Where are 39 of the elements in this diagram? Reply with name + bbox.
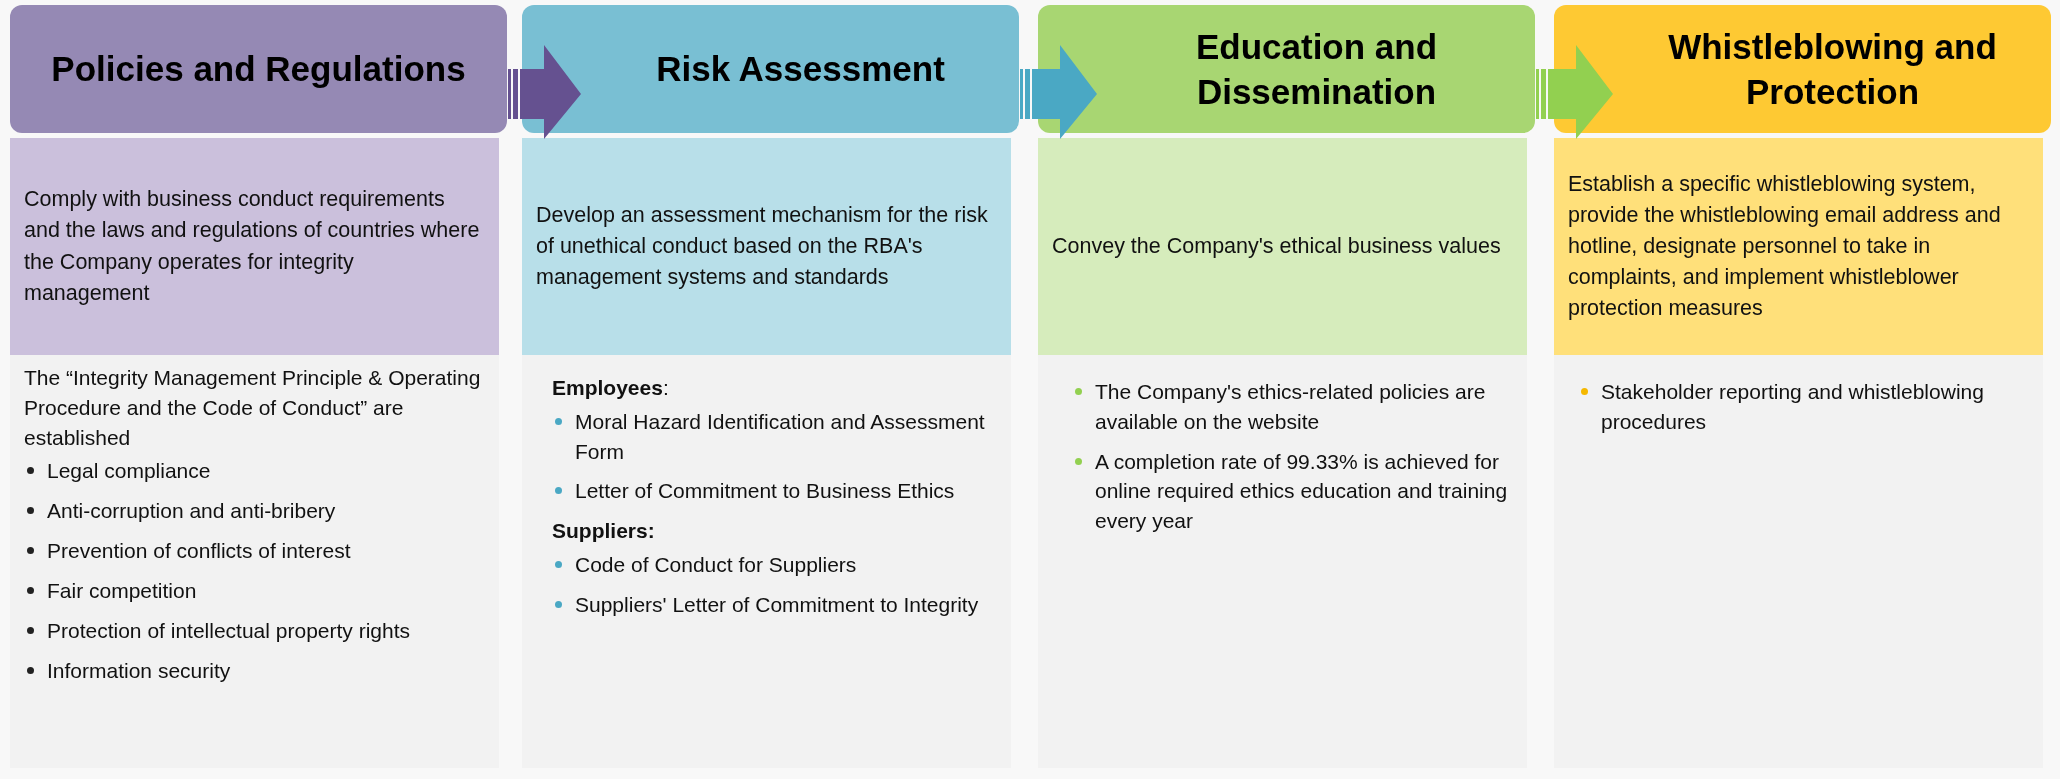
bullet-text: Letter of Commitment to Business Ethics — [575, 478, 955, 505]
stage-title: Education and Dissemination — [1194, 25, 1439, 113]
block-arrow — [1536, 45, 1613, 139]
description-panel — [10, 138, 499, 355]
detail-panel — [1038, 355, 1527, 768]
block-arrow — [1020, 45, 1097, 139]
detail-panel — [522, 355, 1011, 768]
block-arrow — [508, 45, 581, 139]
description-text: Develop an assessment mechanism for the risk of unethical conduct based on the RBA's management systems and standards — [536, 201, 989, 292]
description-text: Convey the Company's ethical business values — [1052, 232, 1501, 260]
bullet-text: Suppliers' Letter of Commitment to Integrity — [575, 591, 979, 618]
stage-header — [10, 5, 507, 133]
bullet-text: Code of Conduct for Suppliers — [575, 552, 857, 579]
bullet-text: Information security — [47, 657, 231, 684]
detail-text: Employees: — [552, 375, 669, 401]
stage-header — [522, 5, 1019, 133]
stage-title: Whistleblowing and Protection — [1667, 25, 1998, 113]
bullet-text: Anti-corruption and anti-bribery — [47, 498, 336, 525]
description-panel — [1038, 138, 1527, 355]
stage-header — [1038, 5, 1535, 133]
description-panel — [522, 138, 1011, 355]
bullet-text: Stakeholder reporting and whistleblowing procedures — [1601, 379, 1985, 435]
bullet-text: Prevention of conflicts of interest — [47, 538, 351, 565]
stage-header — [1554, 5, 2051, 133]
description-panel — [1554, 138, 2043, 355]
bullet-text: Fair competition — [47, 577, 197, 604]
stage-title: Risk Assessment — [656, 48, 945, 91]
description-text: Establish a specific whistleblowing system, provide the whistleblowing email address and hotline, designate personnel to take in complaints, and implement whistleblower protection measures — [1568, 170, 2002, 323]
bullet-text: Moral Hazard Identification and Assessment Form — [575, 408, 986, 465]
detail-text: Suppliers: — [552, 518, 655, 545]
stage-title: Policies and Regulations — [51, 48, 466, 91]
bullet-text: A completion rate of 99.33% is achieved for online required ethics education and training every year — [1095, 448, 1509, 535]
detail-panel — [1554, 355, 2043, 768]
bullet-text: Legal compliance — [47, 458, 211, 485]
bullet-text: The Company's ethics-related policies are available on the website — [1095, 379, 1487, 435]
bullet-text: Protection of intellectual property rights — [47, 617, 411, 644]
description-text: Comply with business conduct requirements and the laws and regulations of countries where the Company operates for integrity management — [24, 186, 481, 307]
detail-panel — [10, 355, 499, 768]
detail-text: The “Integrity Management Principle & Operating Procedure and the Code of Conduct” are established — [24, 365, 482, 451]
